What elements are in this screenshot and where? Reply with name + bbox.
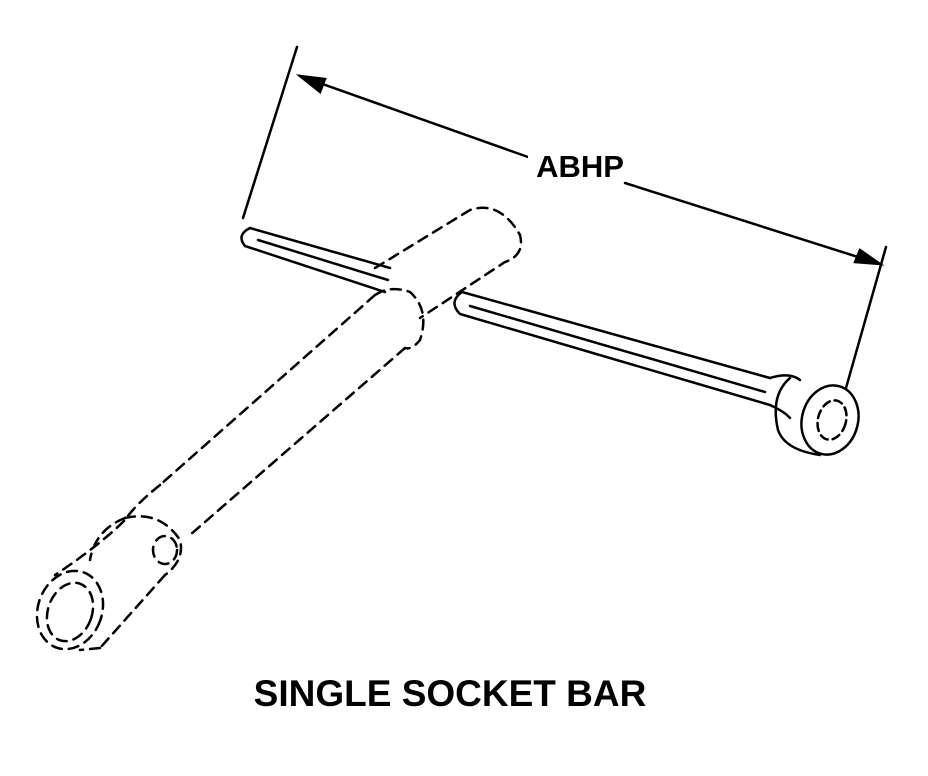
socket-end-right — [774, 376, 860, 457]
extension-line-left — [241, 45, 299, 220]
diagram-title: SINGLE SOCKET BAR — [254, 673, 647, 714]
socket-body-dashed — [35, 206, 523, 652]
handle-left — [240, 226, 392, 294]
extension-line-right — [844, 245, 888, 390]
dimension-line — [295, 74, 885, 266]
dimension-label: ABHP — [536, 149, 624, 184]
handle-right — [453, 290, 802, 420]
